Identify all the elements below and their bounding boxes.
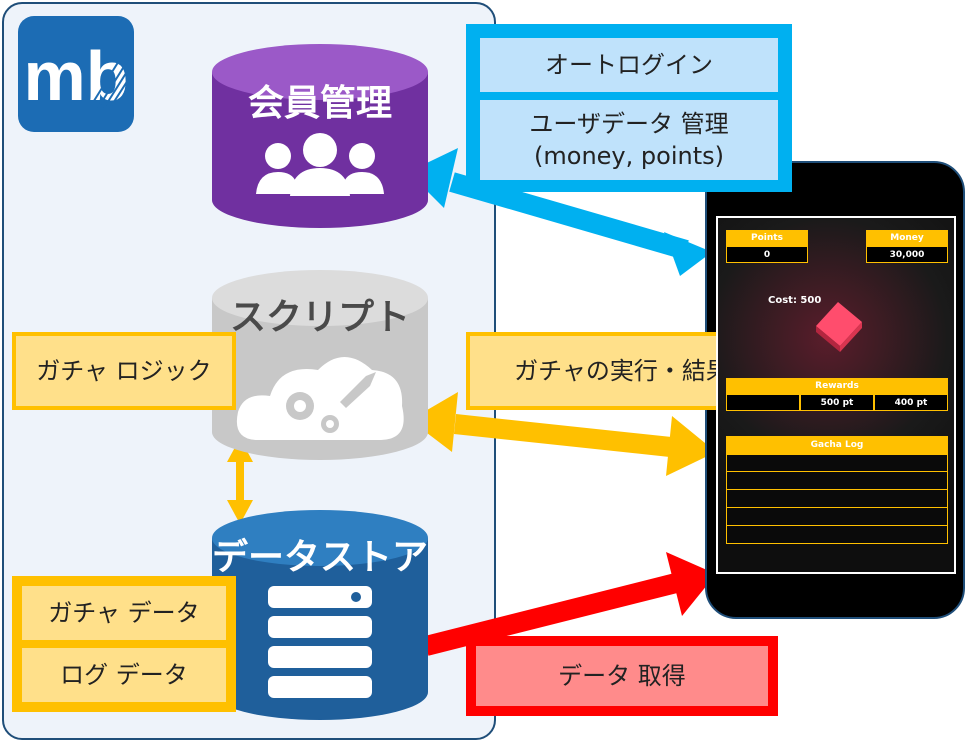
- gacha-arrow-yellow: [410, 392, 716, 476]
- gacha-logic-box: ガチャ ロジック: [12, 332, 236, 410]
- log-row: [726, 472, 948, 490]
- logo-text: mb: [24, 37, 129, 115]
- data-get-arrow-red: [423, 552, 716, 656]
- user-data-line1: ユーザデータ 管理: [529, 109, 729, 138]
- points-label: Points: [726, 230, 808, 246]
- user-data-box: ユーザデータ 管理 (money, points): [480, 100, 778, 180]
- log-row: [726, 508, 948, 526]
- points-widget: Points 0: [726, 230, 808, 263]
- sync-arrow-cyan: [408, 148, 712, 276]
- reward-cell: 500 pt: [800, 394, 874, 411]
- mb-logo: mb: [18, 16, 134, 132]
- money-label: Money: [866, 230, 948, 246]
- server-icon: [268, 586, 372, 698]
- gacha-data-box: ガチャ データ: [22, 586, 226, 640]
- user-data-line2: (money, points): [534, 142, 724, 170]
- data-get-box: データ 取得: [466, 636, 778, 716]
- cost-text: Cost: 500: [768, 295, 822, 306]
- gacha-log-label: Gacha Log: [726, 436, 948, 454]
- users-icon: [256, 133, 384, 196]
- rewards-label: Rewards: [726, 378, 948, 394]
- reward-cell: [726, 394, 800, 411]
- auto-login-box: オートログイン: [480, 38, 778, 92]
- log-data-box: ログ データ: [22, 648, 226, 702]
- phone-screen: Points 0 Money 30,000 Cost: 500 Rewards …: [716, 216, 956, 574]
- script-cylinder: [212, 270, 428, 460]
- points-value: 0: [726, 246, 808, 263]
- script-label: スクリプト: [229, 297, 410, 338]
- money-widget: Money 30,000: [866, 230, 948, 263]
- member-cylinder: [212, 44, 428, 228]
- gacha-cube-icon[interactable]: [808, 296, 868, 356]
- log-row: [726, 454, 948, 472]
- cloud-gear-icon: [236, 357, 404, 440]
- money-value: 30,000: [866, 246, 948, 263]
- datastore-cylinder: [212, 510, 428, 720]
- rewards-widget: Rewards 500 pt 400 pt: [726, 378, 948, 411]
- datastore-label: データストア: [211, 537, 428, 578]
- log-row: [726, 490, 948, 508]
- log-row: [726, 526, 948, 544]
- member-label: 会員管理: [247, 83, 392, 124]
- reward-cell: 400 pt: [874, 394, 948, 411]
- gacha-log-widget: Gacha Log: [726, 436, 948, 544]
